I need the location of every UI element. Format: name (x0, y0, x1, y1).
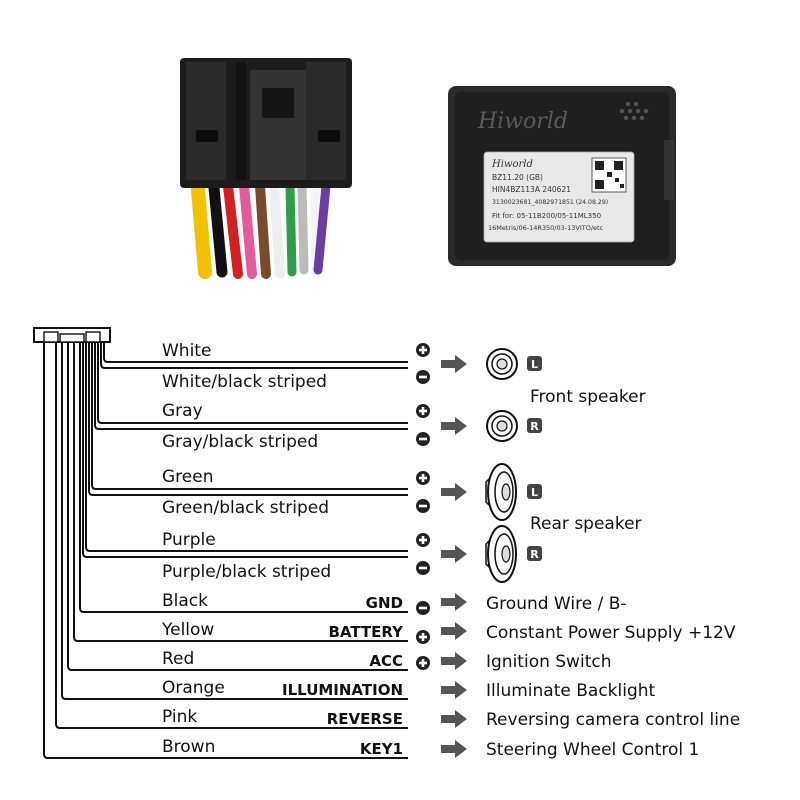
arrow-right-icon (441, 483, 467, 501)
module-brand-logo: Hiworld (477, 109, 568, 134)
function-reverse: REVERSE (327, 710, 403, 728)
connector-housing (180, 58, 352, 188)
desc-ignition: Ignition Switch (486, 652, 611, 672)
wire-line (43, 342, 408, 759)
wire-label-purple: Purple (162, 530, 216, 550)
wire-label-black: Black (162, 591, 208, 611)
arrow-right-icon (441, 355, 467, 373)
module-label-sticker: Hiworld BZ11.20 (GB) HIN4BZ113A 240621 3… (483, 151, 635, 243)
desc-steering-wheel: Steering Wheel Control 1 (486, 740, 699, 760)
wire-line (88, 342, 408, 496)
wire-label-purple-black: Purple/black striped (162, 562, 331, 582)
minus-icon (416, 432, 430, 446)
wire-label-green-black: Green/black striped (162, 498, 329, 518)
arrow-right-icon (441, 710, 467, 728)
group-label-front-speaker: Front speaker (530, 387, 646, 407)
plus-icon (416, 404, 430, 418)
wire-label-gray: Gray (162, 401, 203, 421)
function-illumination: ILLUMINATION (282, 681, 403, 699)
arrow-right-icon (441, 652, 467, 670)
wire-line (94, 342, 408, 430)
label-line-4: Fit for: 05-11B200/05-11ML350 (492, 212, 601, 220)
wire-line (85, 342, 408, 552)
badge-right-rear: R (527, 546, 542, 561)
wire-line (100, 342, 408, 369)
wire-function-labels: GND BATTERY ACC ILLUMINATION REVERSE KEY… (282, 594, 404, 758)
wire-label-green: Green (162, 467, 213, 487)
front-right-speaker-icon (486, 410, 518, 442)
polarity-symbols (416, 343, 430, 670)
arrow-right-icon (441, 622, 467, 640)
label-line-3: 3130023681_4082971851 (24.08.29) (492, 199, 608, 206)
arrow-right-icon (441, 545, 467, 563)
wire-line (97, 342, 408, 424)
wire-line (61, 342, 408, 700)
harness-connector-photo (180, 58, 352, 279)
wire-descriptions: Ground Wire / B- Constant Power Supply +… (486, 594, 740, 760)
desc-illumination: Illuminate Backlight (486, 681, 656, 701)
product-photos: Hiworld Hiworld BZ11.20 (GB) HIN4BZ113A … (180, 58, 676, 279)
wire-line (91, 342, 408, 490)
desc-ground: Ground Wire / B- (486, 594, 627, 614)
function-acc: ACC (369, 652, 403, 670)
wire-color-labels: White White/black striped Gray Gray/blac… (161, 341, 331, 757)
arrow-right-icon (441, 593, 467, 611)
canbus-module-photo: Hiworld Hiworld BZ11.20 (GB) HIN4BZ113A … (448, 86, 676, 266)
wire-line (82, 342, 408, 558)
svg-text:L: L (531, 358, 538, 371)
minus-icon (416, 370, 430, 384)
badge-right-front: R (527, 418, 542, 433)
svg-text:R: R (530, 548, 539, 561)
wire-line (103, 342, 408, 363)
harness-wires (191, 181, 331, 279)
label-line-1: BZ11.20 (GB) (492, 173, 543, 182)
wire-label-gray-black: Gray/black striped (162, 432, 318, 452)
wire-label-orange: Orange (162, 678, 225, 698)
arrow-right-icon (441, 681, 467, 699)
rear-right-speaker-icon (485, 525, 517, 583)
minus-icon (416, 601, 430, 615)
function-key1: KEY1 (360, 740, 403, 758)
arrow-right-icon (441, 740, 467, 758)
qr-code-icon (591, 157, 627, 193)
badge-left-rear: L (527, 484, 542, 499)
wire-line (55, 342, 408, 729)
wire-line (79, 342, 408, 613)
plus-icon (416, 630, 430, 644)
speaker-grille-icon (619, 101, 649, 121)
label-line-5: 16Metris/06-14R350/03-13VITO/etc (488, 224, 604, 232)
rear-left-speaker-icon (485, 463, 517, 521)
wire-line (67, 342, 408, 671)
minus-icon (416, 561, 430, 575)
group-label-rear-speaker: Rear speaker (530, 514, 642, 534)
speakers: L R L R (485, 348, 542, 583)
wire-label-white: White (162, 341, 211, 361)
desc-reverse: Reversing camera control line (486, 710, 740, 730)
diagram-connector (33, 327, 111, 343)
arrow-right-icon (441, 417, 467, 435)
plus-icon (416, 656, 430, 670)
wire-label-yellow: Yellow (161, 620, 214, 640)
label-brand: Hiworld (491, 159, 533, 170)
arrows (441, 355, 467, 758)
svg-text:L: L (531, 486, 538, 499)
wire-label-brown: Brown (162, 737, 215, 757)
plus-icon (416, 343, 430, 357)
label-line-2: HIN4BZ113A 240621 (492, 185, 571, 194)
wire-label-pink: Pink (162, 707, 197, 727)
wire-lines (43, 342, 408, 759)
front-left-speaker-icon (486, 348, 518, 380)
wire-label-red: Red (162, 649, 194, 669)
wire-label-white-black: White/black striped (162, 372, 327, 392)
plus-icon (416, 471, 430, 485)
minus-icon (416, 499, 430, 513)
function-gnd: GND (366, 594, 403, 612)
desc-constant-power: Constant Power Supply +12V (486, 623, 736, 643)
plus-icon (416, 533, 430, 547)
svg-text:R: R (530, 420, 539, 433)
wire-line (73, 342, 408, 642)
function-battery: BATTERY (328, 623, 404, 641)
badge-left-front: L (527, 356, 542, 371)
